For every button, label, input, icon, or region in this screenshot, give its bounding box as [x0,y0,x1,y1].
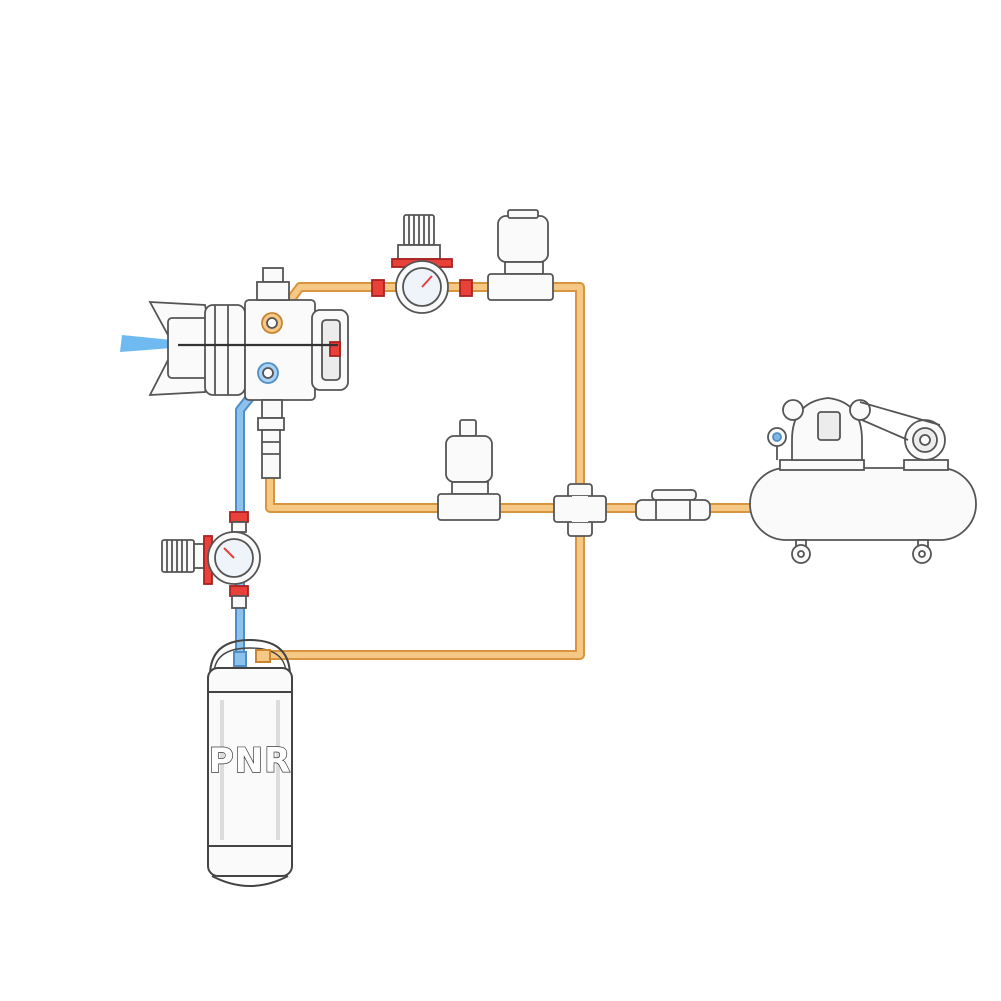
pressure-tank: PNR [207,638,293,887]
air-compressor [749,397,977,564]
inline-filter [635,489,711,521]
spray-nozzle-assembly [120,267,349,479]
air-pressure-regulator-top [371,214,473,314]
liquid-pressure-regulator [161,511,261,609]
solenoid-valve-top [487,209,554,301]
solenoid-valve-middle [437,419,501,521]
compressor-tank [749,467,977,541]
spray-mist [120,335,172,352]
pipe-cross-fitting [553,483,607,537]
tank-label: PNR [209,741,292,781]
